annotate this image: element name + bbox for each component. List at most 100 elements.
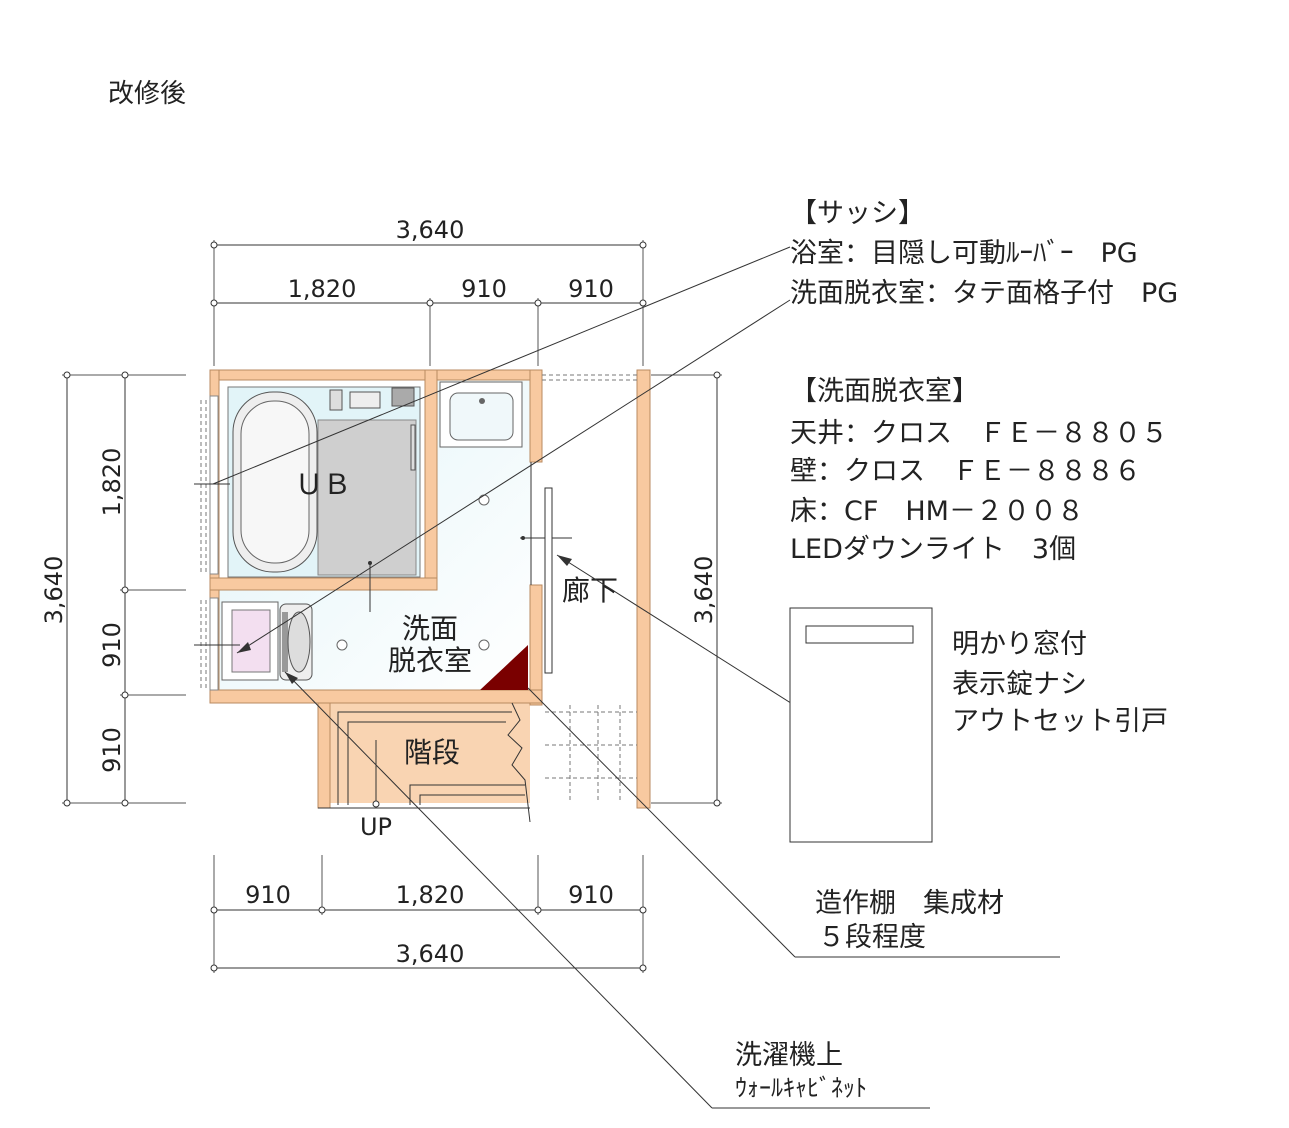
room-label-unit-bath: ＵＢ — [295, 468, 351, 501]
window-washroom — [209, 597, 219, 691]
wall-washroom-right-upper — [529, 369, 543, 463]
leader-arrowhead — [237, 642, 251, 653]
wall-washroom-right-lower — [529, 584, 543, 706]
dimension-top-total: 3,640 — [396, 216, 465, 244]
dimension-dot — [713, 371, 721, 379]
dimension-dot — [534, 299, 542, 307]
stair-step — [409, 784, 525, 805]
dimension-dot — [210, 906, 218, 914]
wall-bath-bottom — [209, 577, 438, 591]
washing-machine-lid — [231, 609, 271, 673]
bathtub-inner — [240, 400, 310, 564]
washing-machine-drum — [287, 611, 311, 673]
wall-washroom-bottom — [209, 689, 543, 704]
finish-wall: 壁：クロス ＦＥ－８８８６ — [790, 456, 1141, 487]
downlight — [336, 639, 348, 651]
stairs-up-label: UP — [360, 813, 392, 841]
outset-sliding-door — [544, 487, 553, 674]
right-dimensions: 3,640 — [651, 371, 722, 807]
faucet-fixture — [329, 389, 343, 411]
corner-shelf — [480, 645, 528, 690]
dimension-left-segment-2: 910 — [98, 622, 126, 668]
downlight — [478, 494, 490, 506]
stair-break-line — [507, 702, 531, 823]
leader-line-bathroom-window — [212, 246, 791, 485]
dimension-dot — [121, 691, 129, 699]
vanity-bowl — [449, 392, 514, 441]
stair-step — [347, 721, 506, 805]
wall-stairs-left — [317, 702, 331, 809]
leader-line-cabinet — [284, 671, 713, 1109]
faucet-fixture — [349, 391, 381, 409]
dimension-dot — [318, 906, 326, 914]
stairs-floor — [330, 703, 530, 803]
fixture-marker-dot — [521, 536, 525, 540]
dimension-bottom-total: 3,640 — [396, 940, 465, 968]
dimension-dot — [210, 241, 218, 249]
left-dimensions: 3,640 1,820 910 910 — [40, 371, 186, 807]
dimension-right-total: 3,640 — [690, 556, 718, 625]
leader-line-shelf — [527, 687, 796, 958]
room-label-stairs: 階段 — [404, 736, 460, 769]
dimension-bottom-segment-2: 1,820 — [396, 881, 465, 909]
dimension-dot — [121, 586, 129, 594]
vanity-drain — [479, 398, 485, 404]
dimension-left-segment-3: 910 — [98, 727, 126, 773]
door-icon — [789, 607, 933, 843]
door-note-1: 明かり窓付 — [952, 629, 1087, 660]
dimension-bottom-segment-1: 910 — [245, 881, 291, 909]
dimension-left-total: 3,640 — [40, 556, 68, 625]
wall-bath-partition — [424, 369, 438, 591]
dimension-top-segment-2: 910 — [461, 275, 507, 303]
towel-bar — [410, 424, 416, 471]
wall-corridor-right — [636, 369, 651, 809]
corridor-stairs-below — [545, 705, 637, 800]
window-bathroom — [209, 395, 219, 575]
leader-line-washroom-window — [236, 299, 791, 654]
dimension-dot — [534, 906, 542, 914]
cabinet-note-1: 洗濯機上 — [735, 1040, 843, 1071]
stair-step — [419, 794, 525, 805]
dimension-dot — [639, 906, 647, 914]
finish-lighting: LEDダウンライト 3個 — [790, 534, 1076, 565]
finish-floor: 床：CF HM－２００８ — [790, 496, 1084, 527]
room-label-corridor: 廊下 — [562, 574, 618, 607]
dimension-dot — [210, 299, 218, 307]
leader-line-door — [556, 554, 806, 713]
dimension-dot — [121, 799, 129, 807]
dimension-dot — [63, 371, 71, 379]
top-dimensions: 3,640 1,820 910 910 — [210, 216, 647, 366]
leader-arrowhead — [285, 672, 298, 684]
room-label-washroom-1: 洗面 — [402, 612, 458, 645]
finish-heading: 【洗面脱衣室】 — [790, 376, 979, 407]
dimension-dot — [426, 299, 434, 307]
dimension-dot — [713, 799, 721, 807]
leader-lines — [194, 246, 1060, 1109]
stair-step — [337, 711, 512, 805]
shelf-note-1: 造作棚 集成材 — [815, 888, 1004, 919]
downlight — [478, 639, 490, 651]
washing-machine-panel — [282, 612, 288, 672]
washroom-finish-notes: 【洗面脱衣室】 天井：クロス ＦＥ－８８０５ 壁：クロス ＦＥ－８８８６ 床：C… — [790, 376, 1168, 565]
dimension-top-segment-1: 1,820 — [288, 275, 357, 303]
dimension-bottom-segment-3: 910 — [568, 881, 614, 909]
stair-direction-dot — [372, 800, 380, 808]
dimension-dot — [639, 241, 647, 249]
dimension-dot — [121, 371, 129, 379]
bottom-dimensions: 910 1,820 910 3,640 — [210, 855, 647, 973]
room-label-washroom-2: 脱衣室 — [388, 644, 472, 677]
dimension-dot — [639, 964, 647, 972]
door-window-icon — [805, 625, 914, 644]
wall-top — [209, 369, 543, 381]
sash-heading: 【サッシ】 — [790, 198, 925, 229]
plan: ＵＢ 洗面 脱衣室 廊下 — [200, 369, 651, 841]
door-note-2: 表示錠ナシ — [952, 669, 1087, 700]
cabinet-note: 洗濯機上 ｳｫｰﾙｷｬﾋﾞﾈｯﾄ — [735, 1040, 867, 1102]
door-note-3: アウトセット引戸 — [952, 706, 1168, 737]
shelf-note: 造作棚 集成材 ５段程度 — [815, 888, 1004, 953]
dimension-dot — [210, 964, 218, 972]
leader-arrowhead — [557, 555, 572, 566]
dimension-top-segment-3: 910 — [568, 275, 614, 303]
sash-washroom: 洗面脱衣室：タテ面格子付 PG — [790, 278, 1178, 309]
